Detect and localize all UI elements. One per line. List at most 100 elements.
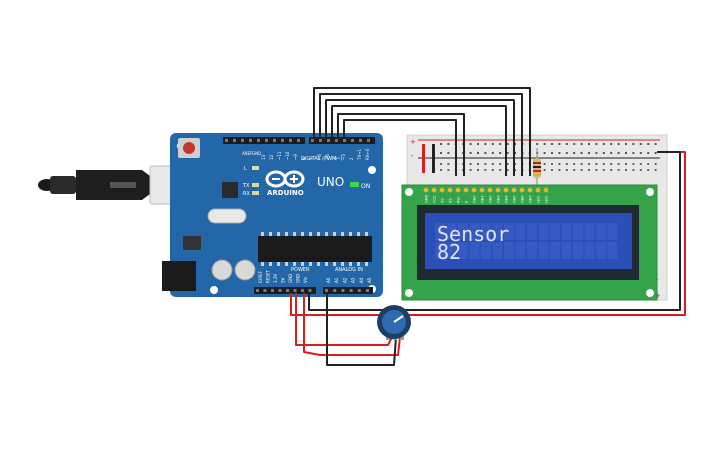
lcd-pin[interactable] [423, 187, 429, 193]
header-pin[interactable] [241, 139, 244, 142]
header-pin[interactable] [265, 139, 268, 142]
lcd-pin[interactable] [543, 187, 549, 193]
header-pin[interactable] [293, 289, 297, 292]
header-pin[interactable] [349, 289, 353, 292]
header-pin[interactable] [351, 139, 354, 142]
potentiometer[interactable] [377, 305, 411, 340]
lcd-pin[interactable] [535, 187, 541, 193]
lcd-cell [458, 242, 468, 259]
lcd-pin[interactable] [479, 187, 485, 193]
header-pin[interactable] [281, 139, 284, 142]
bb-hole [565, 163, 568, 165]
on-label: ON [361, 183, 370, 190]
pin-label: A3 [351, 277, 356, 283]
header-pin[interactable] [335, 139, 338, 142]
bb-hole [639, 169, 642, 171]
header-pin[interactable] [367, 139, 370, 142]
bb-hole [617, 152, 620, 154]
bb-hole [440, 152, 442, 154]
bb-hole [499, 152, 502, 154]
wire-gnd [308, 151, 681, 311]
chip-pin [261, 262, 264, 266]
pot-indicator [393, 315, 404, 323]
header-pin[interactable] [249, 139, 252, 142]
lcd-pin[interactable] [527, 187, 533, 193]
chip-pin [365, 232, 368, 236]
header-pin[interactable] [278, 289, 282, 292]
lcd-pin[interactable] [431, 187, 437, 193]
power-led [350, 182, 359, 187]
header-pin[interactable] [257, 139, 260, 142]
lcd-pin[interactable] [463, 187, 469, 193]
header-power [254, 287, 316, 294]
header-pin[interactable] [341, 289, 345, 292]
pin-label: ~11 [277, 151, 282, 160]
pin-label: ~9 [293, 154, 298, 160]
header-pin[interactable] [359, 139, 362, 142]
header-pin[interactable] [225, 139, 228, 142]
reset-button-cap[interactable] [183, 142, 195, 154]
bb-hole [565, 169, 568, 171]
header-pin[interactable] [256, 289, 259, 292]
bb-hole [558, 152, 561, 154]
header-pin[interactable] [286, 289, 289, 292]
header-pin[interactable] [263, 289, 267, 292]
header-pin[interactable] [308, 289, 312, 292]
header-pin[interactable] [233, 139, 236, 142]
chip-pin [365, 262, 368, 266]
lcd-cell [561, 242, 572, 259]
header-pin[interactable] [366, 289, 369, 292]
usb-chip [222, 182, 238, 198]
lcd-pin[interactable] [471, 187, 477, 193]
bb-hole [477, 163, 479, 165]
lcd-pin[interactable] [447, 187, 453, 193]
chip-pin [277, 232, 280, 236]
analog-label: ANALOG IN [335, 267, 363, 273]
lcd-cell [584, 223, 595, 240]
header-pin[interactable] [357, 289, 361, 292]
header-pin[interactable] [289, 139, 292, 142]
chip-pin [333, 232, 336, 236]
wire-d5 [325, 99, 515, 176]
lcd-pin[interactable] [455, 187, 461, 193]
header-pin[interactable] [319, 139, 322, 142]
lcd-pin-label: GND [425, 195, 429, 203]
chip-pin [317, 232, 320, 236]
header-pin[interactable] [325, 289, 328, 292]
lcd-pin[interactable] [495, 187, 501, 193]
chip-pin [325, 262, 328, 266]
mount-hole [210, 286, 218, 294]
pin-label: A2 [342, 277, 347, 283]
header-pin[interactable] [301, 289, 304, 292]
rail-plus-label-bottom: + [655, 292, 661, 300]
lcd-pin[interactable] [503, 187, 509, 193]
header-pin[interactable] [343, 139, 346, 142]
bb-hole [551, 143, 553, 145]
header-pin[interactable] [327, 139, 330, 142]
bb-hole [580, 169, 583, 171]
bb-hole [625, 169, 627, 171]
header-pin[interactable] [333, 289, 337, 292]
bb-hole [447, 169, 450, 171]
tx-label: TX [242, 183, 250, 189]
header-pin[interactable] [311, 139, 314, 142]
lcd-pin[interactable] [439, 187, 445, 193]
bb-hole [595, 152, 598, 154]
bb-hole [499, 143, 502, 145]
header-pin[interactable] [273, 139, 276, 142]
lcd-pin-label: RS [449, 198, 453, 203]
lcd-character-cells [435, 223, 618, 259]
header-pin[interactable] [271, 289, 274, 292]
lcd-line-2: 82 [437, 240, 461, 264]
lcd-pin[interactable] [511, 187, 517, 193]
lcd-cell [561, 223, 572, 240]
chip-pin [341, 232, 344, 236]
lcd-pin[interactable] [487, 187, 493, 193]
bb-hole [506, 152, 509, 154]
header-pin[interactable] [297, 139, 300, 142]
lcd-pin[interactable] [519, 187, 525, 193]
